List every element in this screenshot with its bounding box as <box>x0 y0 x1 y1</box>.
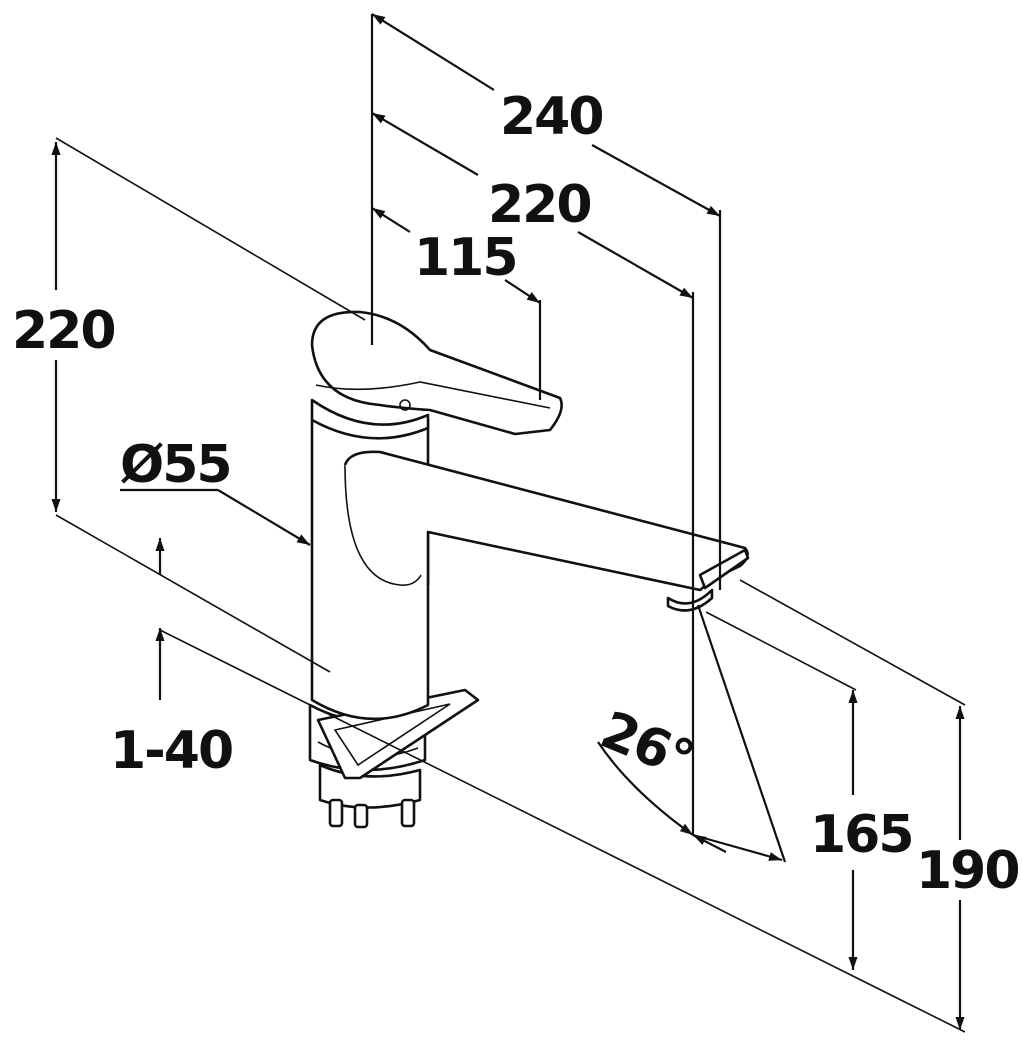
dim-mounting-thickness-label: 1-40 <box>110 721 232 781</box>
dim-lever-offset-label: 115 <box>414 228 517 288</box>
faucet-outline <box>308 310 750 829</box>
faucet-spout <box>343 450 750 612</box>
dim-body-diameter-label: Ø55 <box>120 435 231 495</box>
dim-spout-angle-label: 26° <box>592 700 700 790</box>
dim-total-reach-label: 240 <box>500 87 603 147</box>
dim-outlet-height-label: 190 <box>916 841 1019 901</box>
dim-spout-height-label: 165 <box>810 805 913 865</box>
faucet-lever <box>310 310 563 440</box>
dim-total-height-label: 220 <box>12 301 115 361</box>
dim-spout-reach-label: 220 <box>488 175 591 235</box>
dimension-lines <box>51 13 966 1033</box>
